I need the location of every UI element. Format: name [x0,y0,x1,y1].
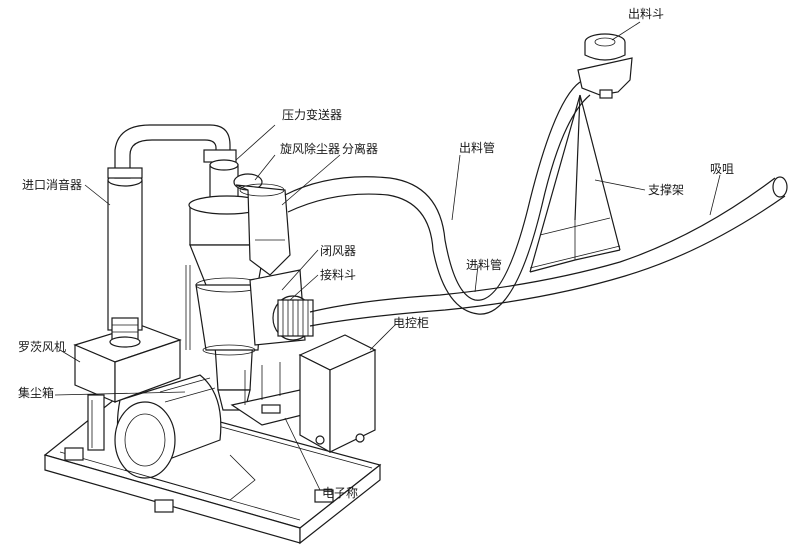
inlet-silencer [107,124,237,348]
control-cabinet [298,334,377,454]
support-frame [529,94,621,273]
outlet-hopper [577,33,633,99]
label-electronic-scale: 电子称 [322,486,359,500]
label-inlet-pipe: 进料管 [466,258,503,272]
leader-lines [54,21,721,491]
label-control-cabinet: 电控柜 [393,316,430,330]
outlet-pipe [284,81,591,315]
label-dust-box: 集尘箱 [18,386,55,400]
motor [114,374,256,501]
label-outlet-hopper: 出料斗 [628,7,665,21]
separator [233,173,291,276]
label-outlet-pipe: 出料管 [459,141,496,155]
receiving-hopper [249,269,314,346]
label-pressure-conveyor: 压力变送器 [282,108,343,122]
label-inlet-silencer: 进口消音器 [22,178,83,192]
label-receiving-hopper: 接料斗 [320,268,357,282]
label-roots-blower: 罗茨风机 [18,340,67,354]
label-separator: 分离器 [342,142,379,156]
label-support-frame: 支撑架 [648,183,685,197]
inlet-pipe [309,176,788,327]
label-suction-nozzle: 吸咀 [710,162,735,176]
label-rotary-valve: 闭风器 [320,244,357,258]
label-cyclone-collector: 旋风除尘器 [280,142,341,156]
